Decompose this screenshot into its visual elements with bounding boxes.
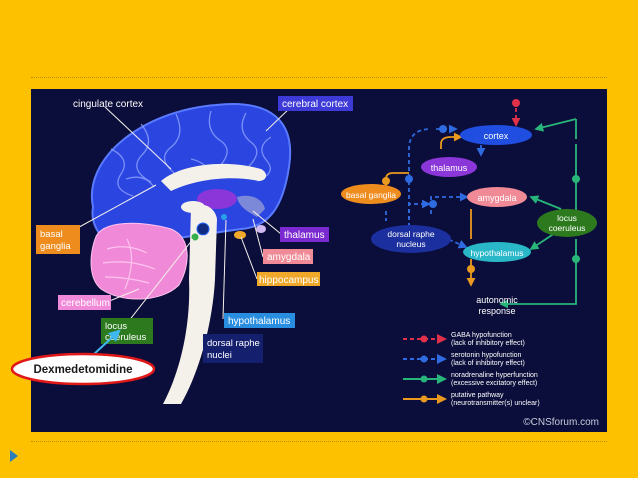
locus-coeruleus-label-line1: locus: [105, 321, 127, 332]
pathway-markers: [382, 99, 580, 273]
pathway-node-amygdala: amygdala: [477, 193, 516, 203]
legend-putative-line1: putative pathway: [451, 392, 504, 399]
legend-gaba-line1: GABA hypofunction: [451, 332, 512, 339]
slide-bullet-icon: [10, 450, 18, 462]
pathway-node-raphe-line2: nucleus: [396, 239, 425, 249]
legend-serotonin-line2: (lack of inhibitory effect): [451, 360, 525, 367]
basal-ganglia-label-line1: basal: [40, 229, 63, 240]
pathway-node-raphe-line1: dorsal raphe: [387, 229, 435, 239]
bottom-divider: [31, 441, 607, 442]
cingulate-cortex-label: cingulate cortex: [73, 99, 143, 110]
pathway-node-locus-line2: coeruleus: [549, 223, 586, 233]
pathway-node-autonomic-line2: response: [478, 306, 515, 316]
top-divider: [31, 77, 607, 78]
cnsforum-credit: ©CNSforum.com: [523, 417, 599, 428]
pathway-node-locus-line1: locus: [557, 213, 577, 223]
legend-noradrenaline-line2: (excessive excitatory effect): [451, 380, 537, 387]
hypothalamus-label: hypothalamus: [228, 316, 290, 327]
cerebral-cortex-label: cerebral cortex: [282, 99, 348, 110]
amygdala-label: amygdala: [267, 252, 311, 263]
legend-putative-line2: (neurotransmitter(s) unclear): [451, 400, 540, 407]
basal-ganglia-label-line2: ganglia: [40, 241, 71, 252]
dexmedetomidine-label: Dexmedetomidine: [33, 364, 132, 376]
legend-gaba-line2: (lack of inhibitory effect): [451, 340, 525, 347]
pathway-node-hypothalamus: hypothalamus: [471, 248, 524, 258]
dorsal-raphe-label-line2: nuclei: [207, 350, 232, 361]
dorsal-raphe-label-line1: dorsal raphe: [207, 338, 260, 349]
cerebellum-label: cerebellum: [61, 298, 110, 309]
pathway-node-thalamus: thalamus: [431, 163, 468, 173]
pathway-node-basal-ganglia: basal ganglia: [346, 190, 396, 200]
callout-arrow: [92, 329, 121, 356]
label-leader-lines: [60, 106, 292, 335]
hippocampus-label: hippocampus: [259, 275, 318, 286]
pathway-node-cortex: cortex: [484, 131, 509, 141]
brain-illustration: [90, 103, 292, 404]
dexmedetomidine-callout: Dexmedetomidine: [10, 352, 156, 386]
pathway-node-autonomic-line1: autonomic: [476, 295, 518, 305]
legend-serotonin-line1: serotonin hypofunction: [451, 352, 522, 359]
locus-coeruleus-label-line2: coeruleus: [105, 332, 146, 343]
legend-noradrenaline-line1: noradrenaline hyperfunction: [451, 372, 538, 379]
thalamus-label: thalamus: [284, 230, 325, 241]
legend: GABA hypofunction (lack of inhibitory ef…: [403, 332, 540, 407]
